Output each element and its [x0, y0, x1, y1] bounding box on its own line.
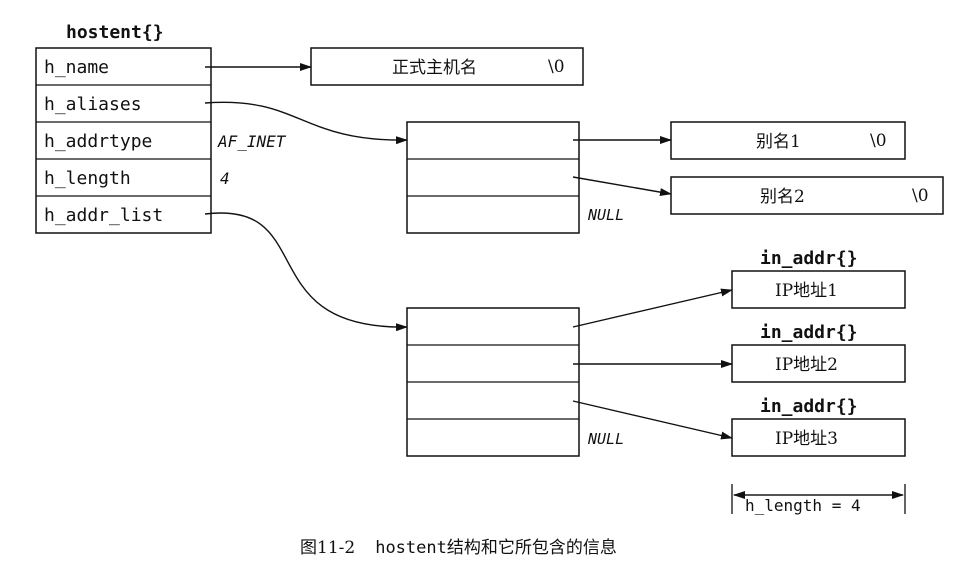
in-addr-title: in_addr{}	[760, 322, 858, 343]
arrow-ip-1	[572, 288, 733, 328]
hostent-box	[35, 47, 212, 234]
pointer-arrows	[204, 63, 733, 440]
arrow-ip-3	[572, 400, 733, 440]
in-addr-3: in_addr{} IP地址3	[731, 396, 906, 457]
ip-address-text: IP地址2	[775, 355, 838, 375]
official-name-text: 正式主机名	[392, 58, 477, 78]
in-addr-2: in_addr{} IP地址2	[731, 322, 906, 383]
alias-box-2: 别名2 \0	[670, 176, 944, 215]
alias-list-null: NULL	[587, 206, 624, 224]
addrtype-value: AF_INET	[217, 132, 287, 151]
arrow-alias-2	[572, 176, 672, 197]
hostent-struct: hostent{} h_name h_aliases h_addrtype h_…	[35, 22, 287, 234]
field-h-aliases: h_aliases	[44, 94, 142, 115]
alias-terminator: \0	[870, 131, 887, 151]
alias-text: 别名2	[760, 187, 805, 207]
alias-terminator: \0	[912, 186, 929, 206]
field-h-addr-list: h_addr_list	[44, 205, 163, 226]
field-h-length: h_length	[44, 168, 131, 189]
length-dimension: h_length = 4	[731, 484, 906, 515]
addr-pointer-array: NULL	[406, 307, 624, 457]
arrow-h-addr-list	[204, 212, 408, 332]
in-addr-1: in_addr{} IP地址1	[731, 248, 906, 309]
in-addr-title: in_addr{}	[760, 248, 858, 269]
caption-text: 结构和它所包含的信息	[447, 538, 617, 558]
length-dimension-label: h_length = 4	[745, 496, 861, 515]
alias-pointer-array: NULL	[406, 121, 624, 234]
field-h-addrtype: h_addrtype	[44, 131, 152, 152]
addr-list-null: NULL	[587, 430, 624, 448]
arrow-h-aliases	[204, 101, 408, 145]
hostent-title: hostent{}	[66, 22, 164, 43]
figure-caption: 图11-2 hostent结构和它所包含的信息	[300, 538, 617, 558]
field-h-name: h_name	[44, 57, 109, 78]
official-name-terminator: \0	[548, 57, 565, 77]
alias-box-1: 别名1 \0	[670, 121, 906, 160]
ip-address-text: IP地址3	[775, 429, 838, 449]
caption-code: hostent	[375, 538, 447, 558]
ip-address-text: IP地址1	[775, 281, 838, 301]
caption-label: 图11-2	[300, 538, 355, 558]
alias-text: 别名1	[756, 132, 801, 152]
official-name-box: 正式主机名 \0	[310, 47, 584, 86]
in-addr-title: in_addr{}	[760, 396, 858, 417]
length-value: 4	[220, 169, 230, 188]
